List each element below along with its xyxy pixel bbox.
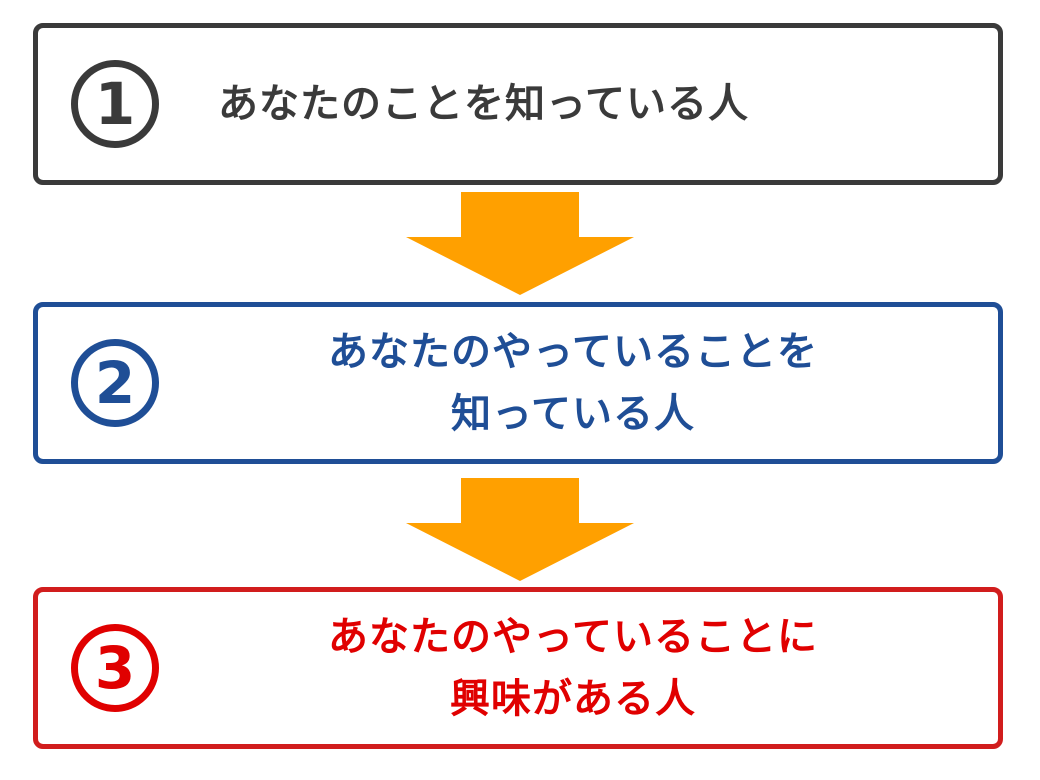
step-2-number: 2 bbox=[71, 339, 159, 427]
step-3-box: 3 あなたのやっていることに 興味がある人 bbox=[33, 587, 1003, 749]
step-1-number: 1 bbox=[71, 60, 159, 148]
step-3-number: 3 bbox=[71, 624, 159, 712]
step-2-line-2: 知っている人 bbox=[451, 391, 695, 437]
down-arrow-icon bbox=[406, 192, 634, 295]
step-2-box: 2 あなたのやっていることを 知っている人 bbox=[33, 302, 1003, 464]
step-3-line-2: 興味がある人 bbox=[450, 676, 696, 722]
step-2-line-1: あなたのやっていることを bbox=[328, 329, 818, 375]
step-1-text: あなたのことを知っている人 bbox=[218, 28, 978, 180]
step-3-line-1: あなたのやっていることに bbox=[328, 614, 818, 660]
arrow-2-shape bbox=[406, 478, 634, 581]
step-1-line-1: あなたのことを知っている人 bbox=[218, 81, 749, 127]
down-arrow-icon bbox=[406, 478, 634, 581]
arrow-1-shape bbox=[406, 192, 634, 295]
step-3-text: あなたのやっていることに 興味がある人 bbox=[168, 592, 978, 744]
step-2-text: あなたのやっていることを 知っている人 bbox=[168, 307, 978, 459]
step-1-box: 1 あなたのことを知っている人 bbox=[33, 23, 1003, 185]
